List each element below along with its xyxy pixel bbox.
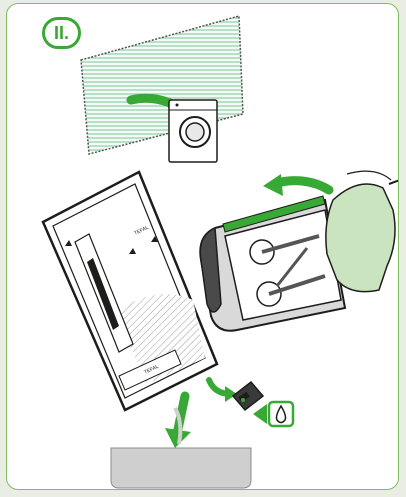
removable-panel-icon: TEFAL TEFAL [43,172,217,410]
fryer-unit-icon [200,196,345,331]
filter-mesh-icon [81,16,243,154]
cleaning-illustration: TEFAL TEFAL [7,4,399,490]
drain-cap-icon [233,382,263,410]
instruction-panel: II. [6,3,399,490]
washing-machine-icon [169,100,217,162]
arrow-icon [165,396,191,448]
arrow-icon [263,174,329,196]
basin-icon [111,448,251,488]
glove-icon [326,171,399,292]
arrow-icon [209,380,237,402]
water-drop-icon [253,402,293,426]
